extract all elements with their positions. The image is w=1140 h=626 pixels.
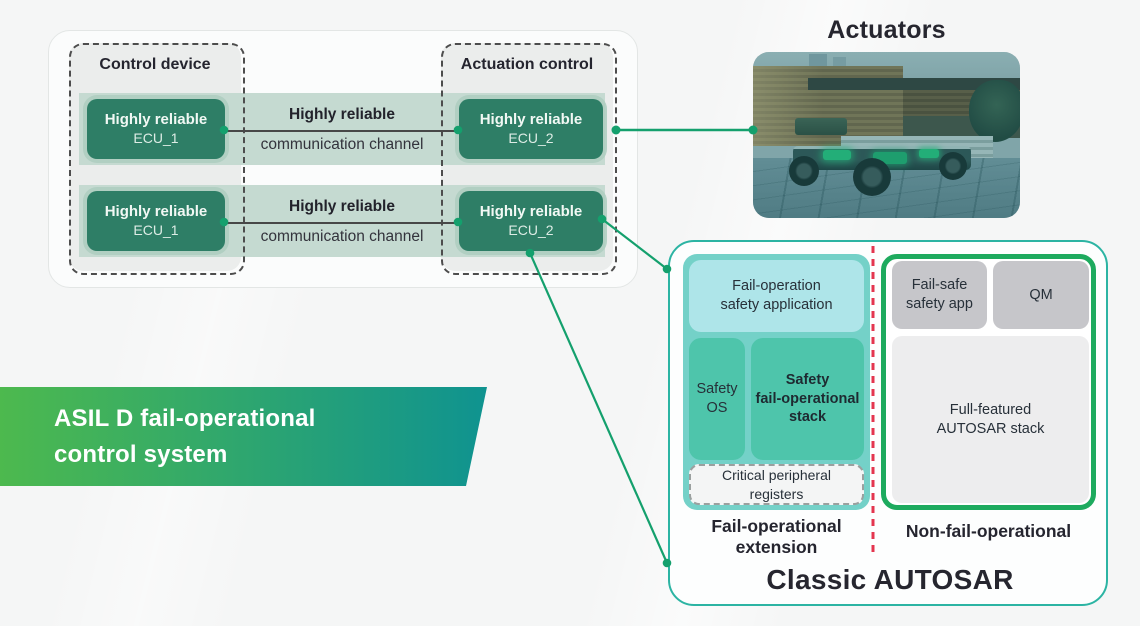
safety-os-box: Safety OS: [689, 338, 745, 460]
control-device-group: [69, 43, 245, 275]
photo-wheel: [853, 158, 891, 196]
actuators-title: Actuators: [827, 16, 946, 44]
fail-operational-extension-label: Fail-operational extension: [711, 516, 842, 557]
ecu2-box-row1: Highly reliable ECU_2: [459, 99, 603, 159]
ecu1-title: Highly reliable: [104, 202, 208, 220]
classic-autosar-box: Fail-operation safety application Safety…: [668, 240, 1108, 606]
actuation-control-label: Actuation control: [460, 56, 594, 73]
fail-safe-safety-app-box: Fail-safe safety app: [892, 261, 987, 329]
comm-channel-line-1: [225, 130, 459, 132]
redundancy-panel: Control device Actuation control Highly …: [48, 30, 638, 288]
photo-roof-band: [808, 78, 1020, 90]
full-featured-autosar-stack-box: Full-featured AUTOSAR stack: [892, 336, 1089, 503]
channel-subtitle-row2: communication channel: [260, 228, 424, 245]
ecu2-title: Highly reliable: [479, 110, 583, 128]
asil-d-banner: ASIL D fail-operational control system: [0, 387, 487, 486]
photo-chassis-green-module: [823, 150, 851, 160]
classic-autosar-title: Classic AUTOSAR: [766, 564, 1014, 595]
ecu1-box-row1: Highly reliable ECU_1: [87, 99, 225, 159]
channel-subtitle-row1: communication channel: [260, 136, 424, 153]
ecu2-sub: ECU_2: [508, 129, 554, 146]
control-device-label: Control device: [99, 56, 211, 73]
channel-title-row2: Highly reliable: [289, 198, 395, 215]
photo-bush: [969, 80, 1020, 142]
ecu2-sub: ECU_2: [508, 221, 554, 238]
photo-teal-tint: [753, 52, 1020, 218]
non-fail-operational-label: Non-fail-operational: [905, 521, 1072, 541]
critical-peripheral-registers-box: Critical peripheral registers: [689, 464, 864, 505]
qm-box: QM: [993, 261, 1089, 329]
ecu1-sub: ECU_1: [133, 129, 179, 146]
ecu1-title: Highly reliable: [104, 110, 208, 128]
fail-operation-safety-application-box: Fail-operation safety application: [689, 260, 864, 332]
photo-chassis-green-module: [919, 149, 939, 158]
safety-fail-operational-stack-box: Safety fail-operational stack: [751, 338, 864, 460]
channel-title-row1: Highly reliable: [289, 106, 395, 123]
ecu2-title: Highly reliable: [479, 202, 583, 220]
ecu1-box-row2: Highly reliable ECU_1: [87, 191, 225, 251]
comm-channel-line-2: [225, 222, 459, 224]
photo-wheel: [939, 152, 967, 180]
photo-wheel: [789, 156, 819, 186]
ecu2-box-row2: Highly reliable ECU_2: [459, 191, 603, 251]
actuators-photo: [753, 52, 1020, 218]
ecu1-sub: ECU_1: [133, 221, 179, 238]
connector-to-autosar-bottom: [528, 252, 669, 564]
photo-planter: [795, 118, 847, 135]
